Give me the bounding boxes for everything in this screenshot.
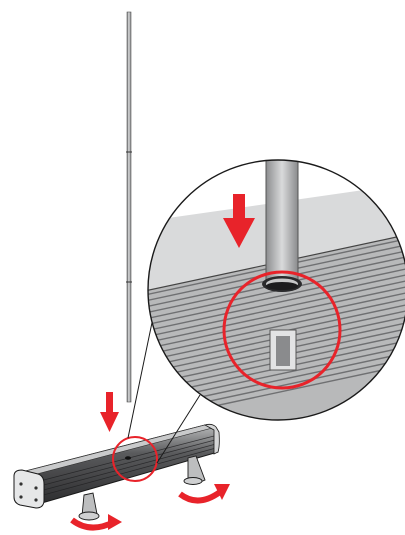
pole [126,11,132,403]
pole-segment-top [126,11,132,153]
base-foot-front [78,492,100,521]
zoom-highlight-circle [222,270,342,390]
down-arrow-icon [100,392,119,432]
zoom-down-arrow-icon [223,194,255,248]
zoom-pole [265,160,299,285]
banner-base [13,423,220,509]
callout-leader-bottom [156,394,201,464]
detail-callout [147,159,405,421]
rotate-arrow-icon [178,484,230,504]
pole-segment-middle [126,151,132,283]
rotate-arrow-icon-front [70,514,122,531]
pole-segment-bottom [126,281,132,403]
base-foot-back [183,455,206,485]
base-end-cap [13,469,45,509]
pole-socket [125,456,131,460]
magnify-circle-icon [112,436,158,482]
